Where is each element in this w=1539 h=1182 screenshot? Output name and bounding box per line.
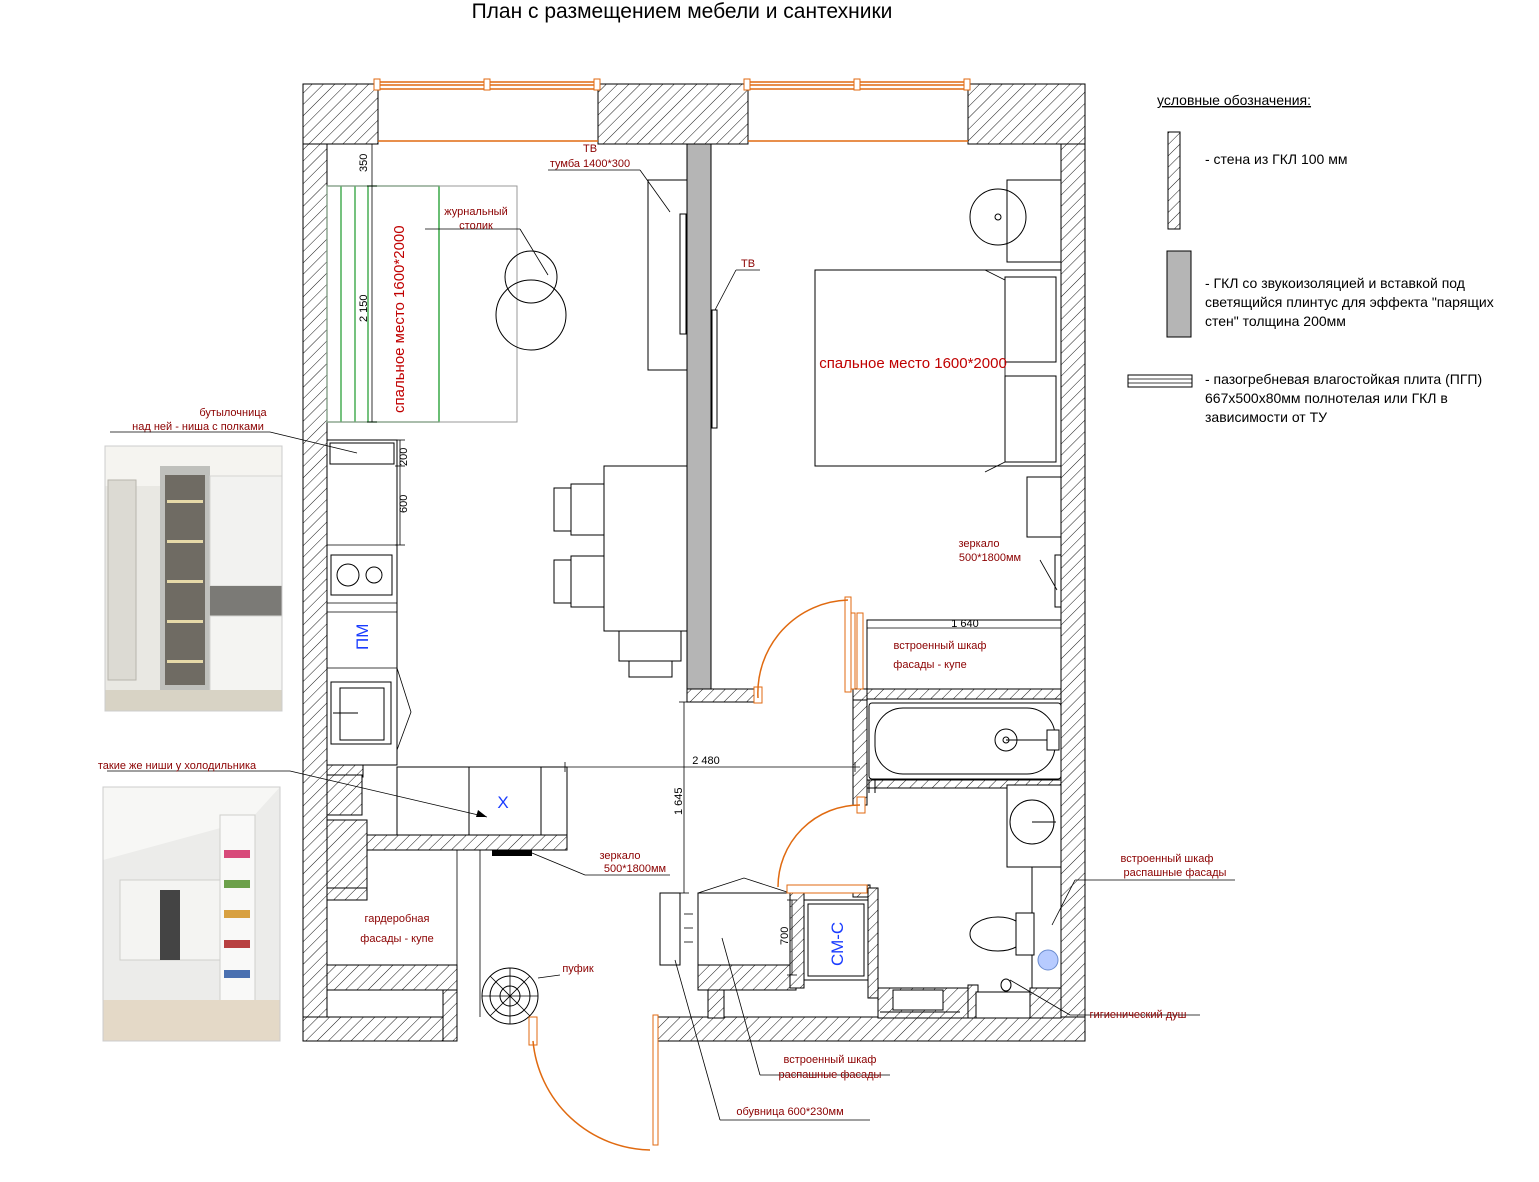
photo-kitchen-niche — [105, 446, 282, 711]
fridge-niches-label: такие же ниши у холодильника — [98, 760, 257, 772]
wardrobe-bedroom-label-1: встроенный шкаф — [894, 640, 987, 652]
photo-frame-1 — [104, 445, 283, 712]
sofa-bed — [326, 185, 518, 423]
legend-item-2-line-2: светящийся плинтус для эффекта "парящих — [1205, 294, 1494, 310]
partitions — [326, 143, 1062, 1019]
dining-table — [553, 465, 688, 678]
bathroom — [777, 702, 1235, 1019]
dim-1640: 1 640 — [951, 618, 979, 630]
legend-item-3-line-3: стен" толщина 200мм — [1205, 313, 1346, 329]
hall-wardrobe — [659, 877, 890, 1121]
legend-item-2-line-1: - ГКЛ со звукоизоляцией и вставкой под — [1205, 275, 1465, 291]
mirror-hall-label-2: 500*1800мм — [604, 863, 666, 875]
pouf — [481, 967, 561, 1025]
windows — [373, 78, 971, 142]
dishwasher-label: ПМ — [353, 624, 372, 650]
legend: условные обозначения: - стена из ГКЛ 100… — [1127, 92, 1494, 425]
dimension-hall — [564, 701, 860, 894]
photo-frame-2 — [102, 786, 281, 1042]
dim-200: 200 — [398, 448, 410, 466]
tv-bedroom — [711, 269, 760, 429]
bottle-rack-leader-2 — [269, 431, 358, 454]
page-title: План с размещением мебели и сантехники — [472, 0, 893, 23]
legend-swatch-acoustic — [1166, 250, 1192, 338]
washer-label: СМ-С — [828, 922, 847, 966]
coffee-table-label-2: столик — [459, 220, 493, 232]
dimension-sofa: 350 2 150 — [358, 144, 377, 423]
tv-label-top: ТВ — [583, 143, 597, 155]
mirror-hall-label-1: зеркало — [600, 850, 641, 862]
dim-700: 700 — [779, 927, 791, 945]
legend-item-3-line-3b: зависимости от ТУ — [1205, 409, 1327, 425]
wardrobe-bath-label-2: распашные фасады — [1124, 867, 1227, 879]
bedroom-wardrobe — [848, 612, 1062, 690]
legend-item-3-line-2: 667х500х80мм полнотелая или ГКЛ в — [1205, 390, 1448, 406]
tv-label-right: ТВ — [741, 258, 755, 270]
fridge-label: Х — [497, 793, 508, 812]
hygienic-shower-label: гигиенический душ — [1090, 1009, 1187, 1021]
wardrobe-bedroom-label-2: фасады - купе — [893, 659, 966, 671]
bottle-rack-label-2: над ней - ниша с полками — [132, 421, 264, 433]
dim-1645: 1 645 — [673, 787, 685, 815]
tv-stand — [548, 169, 688, 371]
wardrobe-hall-label-1: встроенный шкаф — [784, 1054, 877, 1066]
mirror-bedroom — [1039, 554, 1062, 608]
bedroom-bed — [814, 179, 1062, 538]
dressing-room — [456, 850, 481, 1017]
legend-swatch-pgp — [1127, 374, 1193, 388]
fridge-block — [107, 766, 670, 876]
wardrobe-hall-label-2: распашные фасады — [779, 1069, 882, 1081]
photo-fridge-niche — [103, 787, 280, 1041]
mirror-right-label-2: 500*1800мм — [959, 552, 1021, 564]
mirror-right-label-1: зеркало — [959, 538, 1000, 550]
legend-item-1-line-1: - стена из ГКЛ 100 мм — [1205, 151, 1347, 167]
legend-swatch-gkl — [1167, 131, 1181, 230]
outer-walls — [302, 83, 1086, 1042]
dressing-label-1: гардеробная — [365, 913, 430, 925]
dim-600: 600 — [398, 495, 410, 513]
tv-stand-label: тумба 1400*300 — [550, 158, 630, 170]
bed-label: спальное место 1600*2000 — [819, 355, 1007, 372]
legend-item-3-line-1: - пазогребневая влагостойкая плита (ПГП) — [1205, 371, 1482, 387]
coffee-table-label-1: журнальный — [444, 206, 507, 218]
entry-door — [528, 1014, 659, 1151]
bedroom-door — [753, 596, 852, 704]
dim-350: 350 — [358, 154, 370, 172]
coffee-table — [425, 228, 567, 351]
dressing-label-2: фасады - купе — [360, 933, 433, 945]
pouf-label: пуфик — [562, 963, 594, 975]
legend-heading: условные обозначения: — [1157, 92, 1311, 108]
dim-2480: 2 480 — [692, 755, 720, 767]
washer-cabinet — [787, 899, 869, 981]
sofa-bed-label: спальное место 1600*2000 — [391, 225, 408, 413]
kitchen — [326, 439, 412, 766]
wardrobe-bath-label-1: встроенный шкаф — [1121, 853, 1214, 865]
shoe-rack-label: обувница 600*230мм — [736, 1106, 843, 1118]
bottle-rack-label-1: бутылочница — [199, 407, 267, 419]
dim-2150: 2 150 — [358, 294, 370, 322]
